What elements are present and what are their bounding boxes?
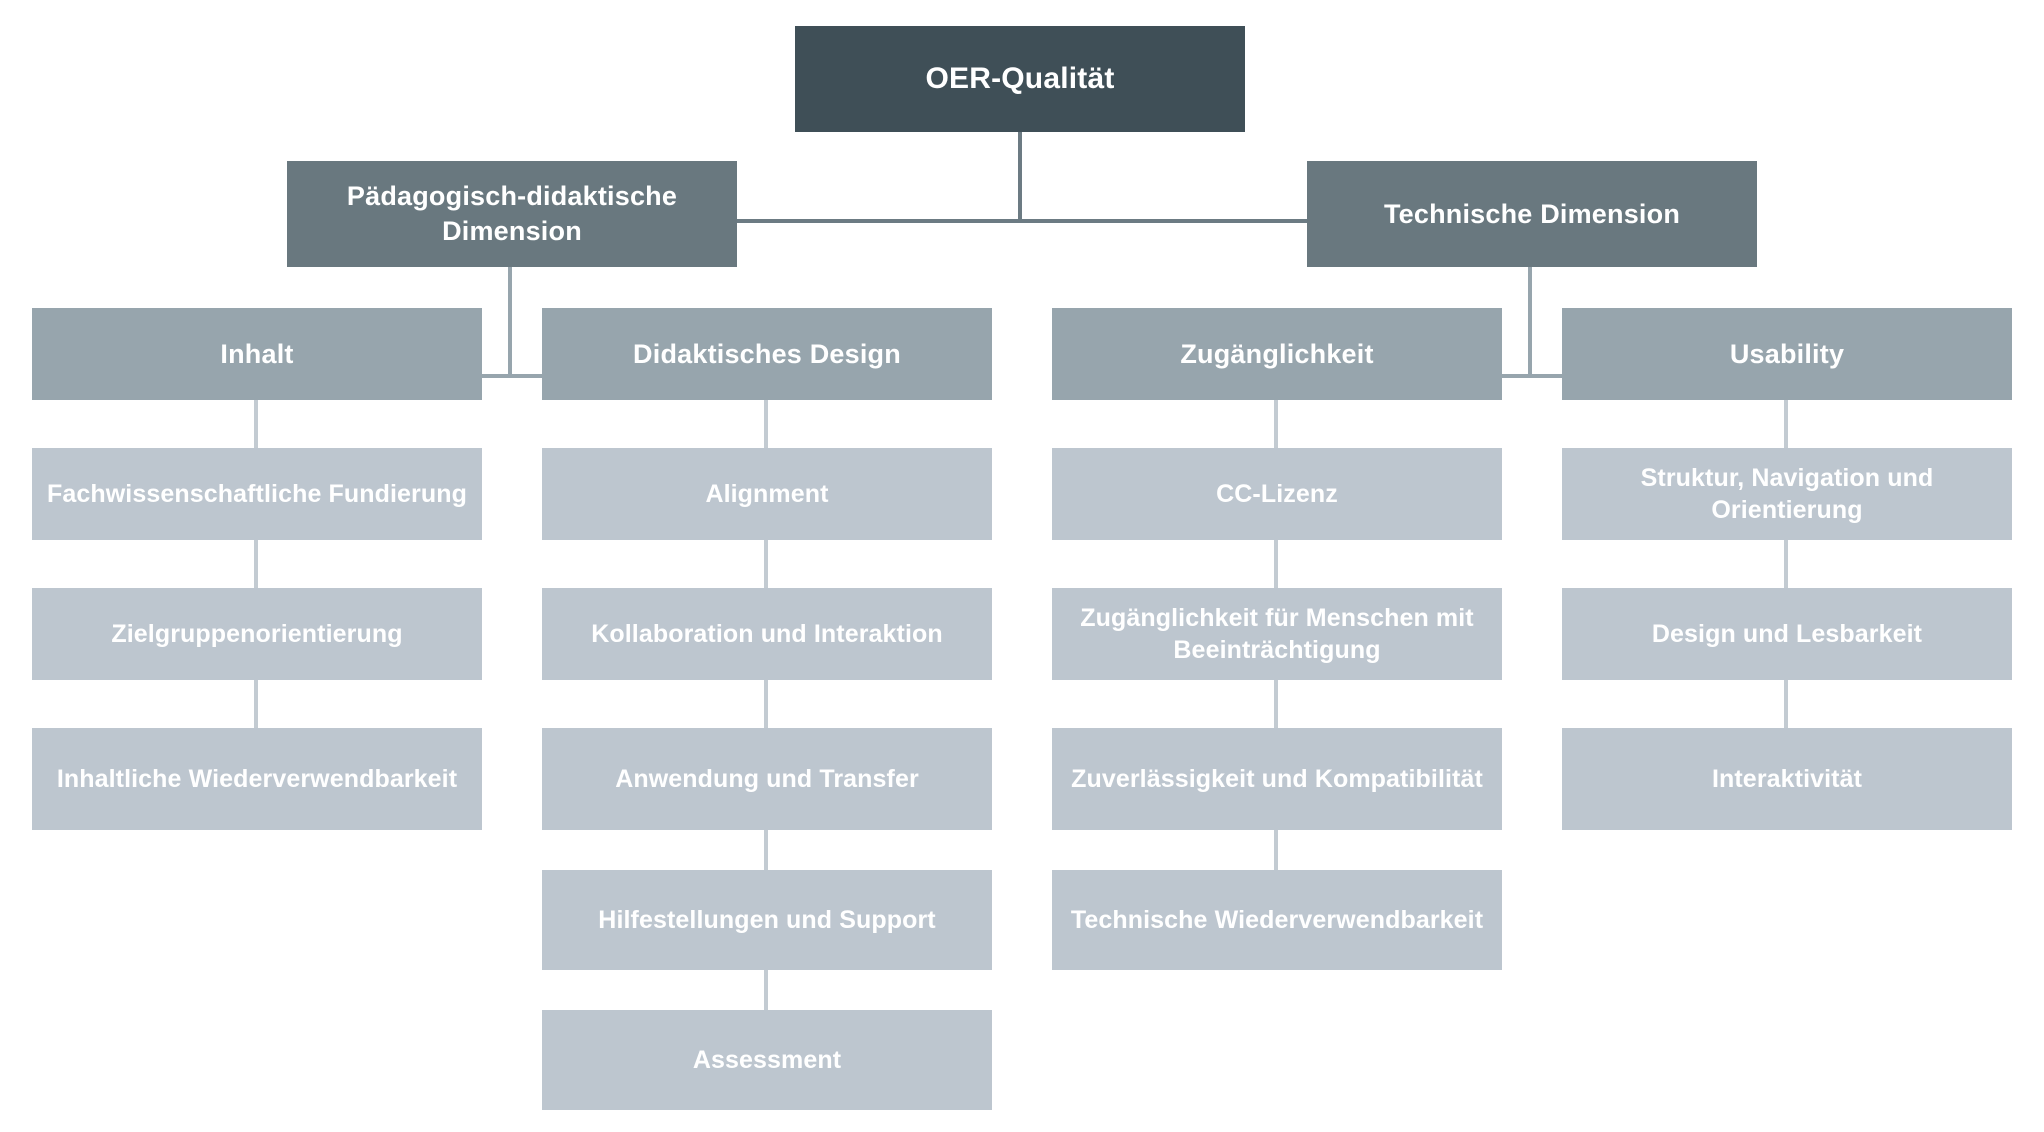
node-criterion-label: Inhaltliche Wiederverwendbarkeit — [56, 765, 458, 793]
node-category-zugaenglichkeit-label: Zugänglichkeit — [1180, 338, 1374, 369]
node-criterion-label: Interaktivität — [1711, 765, 1863, 793]
node-category-usability[interactable]: Usability — [1562, 308, 2012, 400]
node-category-didaktisches-design[interactable]: Didaktisches Design — [542, 308, 992, 400]
node-root-oer-qualitaet[interactable]: OER-Qualität — [795, 26, 1245, 132]
node-dimension-technische-label: Technische Dimension — [1383, 198, 1681, 229]
connector-paedagogisch-vertical — [508, 265, 512, 378]
node-dimension-technische[interactable]: Technische Dimension — [1307, 161, 1757, 267]
node-category-inhalt[interactable]: Inhalt — [32, 308, 482, 400]
node-dimension-paedagogisch-label: Pädagogisch-didaktische Dimension — [346, 181, 678, 246]
node-criterion-label: Assessment — [692, 1046, 842, 1074]
node-category-didaktisches-design-label: Didaktisches Design — [633, 338, 901, 369]
node-root-label: OER-Qualität — [925, 61, 1115, 95]
node-criterion-interaktivitaet[interactable]: Interaktivität — [1562, 728, 2012, 830]
node-criterion-label: Technische Wiederverwendbarkeit — [1070, 906, 1484, 934]
node-criterion-technische-wiederverwendbarkeit[interactable]: Technische Wiederverwendbarkeit — [1052, 870, 1502, 970]
node-criterion-label: Zugänglichkeit für Menschen mit Beeinträ… — [1080, 604, 1474, 664]
connector-root-vertical — [1018, 131, 1022, 221]
node-criterion-zielgruppenorientierung[interactable]: Zielgruppenorientierung — [32, 588, 482, 680]
connector-technische-horizontal — [1276, 374, 1788, 378]
node-criterion-label: Anwendung und Transfer — [615, 765, 919, 793]
node-category-zugaenglichkeit[interactable]: Zugänglichkeit — [1052, 308, 1502, 400]
node-category-inhalt-label: Inhalt — [220, 338, 294, 369]
node-criterion-assessment[interactable]: Assessment — [542, 1010, 992, 1110]
node-criterion-label: Design und Lesbarkeit — [1651, 620, 1923, 648]
node-dimension-paedagogisch-didaktische[interactable]: Pädagogisch-didaktische Dimension — [287, 161, 737, 267]
node-criterion-anwendung-und-transfer[interactable]: Anwendung und Transfer — [542, 728, 992, 830]
node-criterion-hilfestellungen-und-support[interactable]: Hilfestellungen und Support — [542, 870, 992, 970]
node-category-usability-label: Usability — [1729, 338, 1845, 369]
node-criterion-inhaltliche-wiederverwendbarkeit[interactable]: Inhaltliche Wiederverwendbarkeit — [32, 728, 482, 830]
connector-zugaenglichkeit-chain — [1274, 400, 1278, 970]
node-criterion-label: Zuverlässigkeit und Kompatibilität — [1071, 765, 1483, 793]
node-criterion-label: CC-Lizenz — [1216, 480, 1338, 508]
connector-dimension-horizontal — [508, 219, 1530, 223]
node-criterion-alignment[interactable]: Alignment — [542, 448, 992, 540]
node-criterion-label: Kollaboration und Interaktion — [591, 620, 943, 648]
node-criterion-design-und-lesbarkeit[interactable]: Design und Lesbarkeit — [1562, 588, 2012, 680]
node-criterion-zuverlaessigkeit-und-kompatibilitaet[interactable]: Zuverlässigkeit und Kompatibilität — [1052, 728, 1502, 830]
node-criterion-zugaenglichkeit-fuer-menschen-mit-beeintraechtigung[interactable]: Zugänglichkeit für Menschen mit Beeinträ… — [1052, 588, 1502, 680]
node-criterion-kollaboration-und-interaktion[interactable]: Kollaboration und Interaktion — [542, 588, 992, 680]
connector-technische-vertical — [1528, 265, 1532, 378]
node-criterion-label: Fachwissenschaftliche Fundierung — [47, 480, 467, 508]
connector-paedagogisch-horizontal — [256, 374, 768, 378]
node-criterion-label: Zielgruppenorientierung — [111, 620, 403, 648]
node-criterion-cc-lizenz[interactable]: CC-Lizenz — [1052, 448, 1502, 540]
node-criterion-label: Alignment — [705, 480, 829, 508]
node-criterion-label: Hilfestellungen und Support — [598, 906, 936, 934]
node-criterion-label: Struktur, Navigation und Orientierung — [1640, 464, 1934, 524]
node-criterion-fachwissenschaftliche-fundierung[interactable]: Fachwissenschaftliche Fundierung — [32, 448, 482, 540]
node-criterion-struktur-navigation-und-orientierung[interactable]: Struktur, Navigation und Orientierung — [1562, 448, 2012, 540]
